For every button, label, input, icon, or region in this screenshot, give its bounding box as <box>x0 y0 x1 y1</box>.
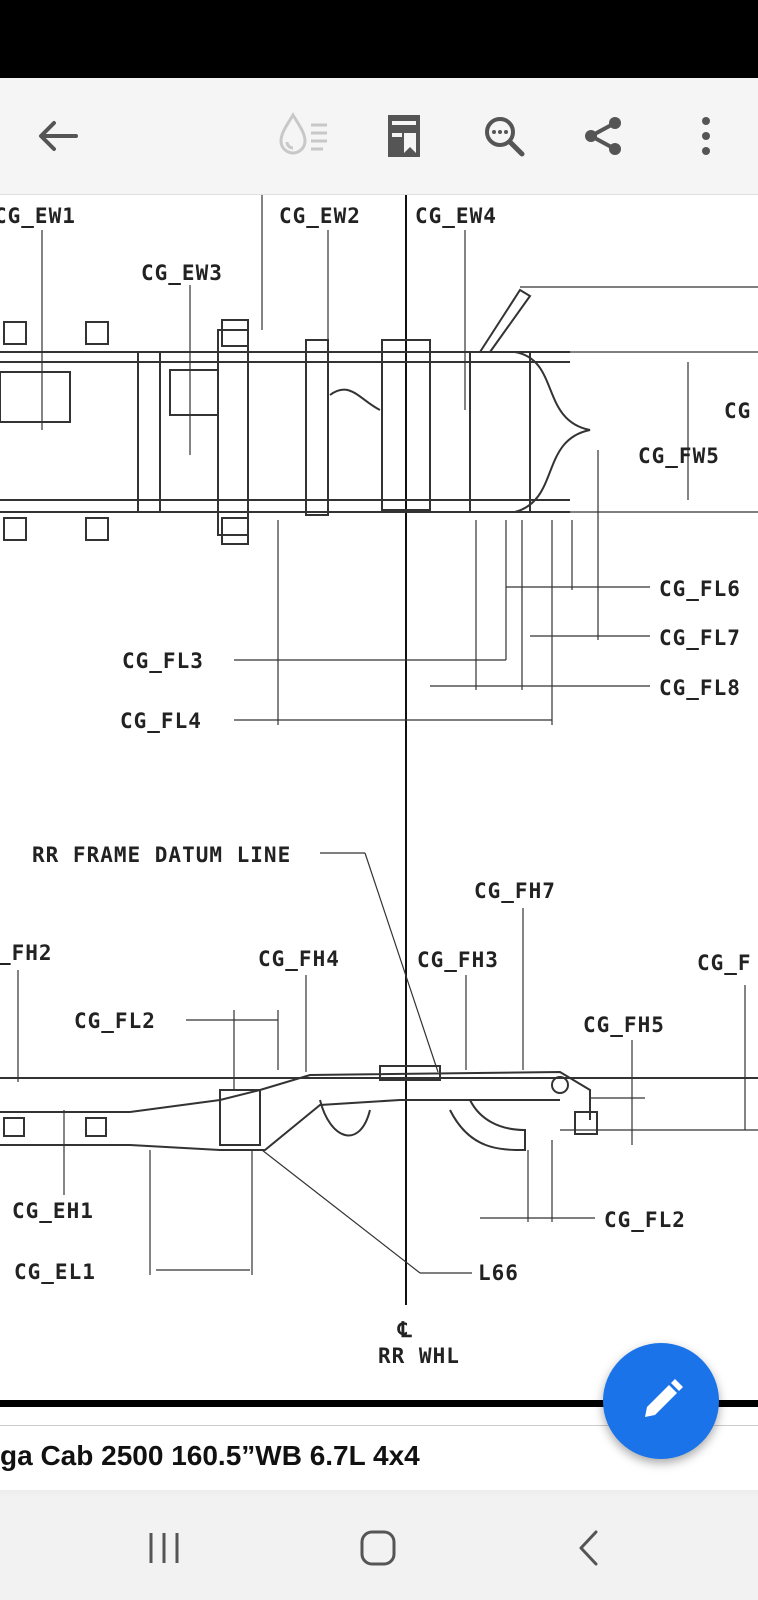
label-cg-ew1: CG_EW1 <box>0 204 76 228</box>
back-button[interactable] <box>24 102 92 170</box>
reading-mode-icon <box>279 112 327 155</box>
label-cg-fw5: CG_FW5 <box>638 444 720 468</box>
label-cg-fl3: CG_FL3 <box>122 649 204 673</box>
label-rr-frame-datum-line: RR FRAME DATUM LINE <box>32 843 291 867</box>
search-button[interactable] <box>470 102 538 170</box>
caption-divider <box>0 1490 758 1498</box>
search-zoom-icon <box>485 117 525 157</box>
label-rr-whl: RR WHL <box>378 1344 460 1368</box>
document-caption: ga Cab 2500 160.5”WB 6.7L 4x4 <box>0 1425 758 1496</box>
nav-back-button[interactable] <box>548 1517 628 1579</box>
share-icon <box>585 117 621 155</box>
label-cg-fl6: CG_FL6 <box>659 577 741 601</box>
document-bookmark-icon <box>388 115 420 157</box>
home-icon <box>360 1530 396 1566</box>
label-cg-ew2: CG_EW2 <box>279 204 361 228</box>
top-app-bar <box>0 78 758 195</box>
label-cg-fl8: CG_FL8 <box>659 676 741 700</box>
recent-apps-button[interactable] <box>124 1517 204 1579</box>
more-options-button[interactable] <box>672 102 740 170</box>
arrow-left-icon <box>39 121 78 151</box>
system-navigation-bar <box>0 1497 758 1600</box>
label-cg-fh7: CG_FH7 <box>474 879 556 903</box>
label-cg-f-partial: CG_F <box>697 951 752 975</box>
label-cg-fh3: CG_FH3 <box>417 948 499 972</box>
share-button[interactable] <box>570 102 638 170</box>
chassis-diagram-svg: CG_EW1 CG_EW2 CG_EW4 CG_EW3 CG CG_FW5 CG… <box>0 195 758 1407</box>
status-bar <box>0 0 758 78</box>
label-cg-ew3: CG_EW3 <box>141 261 223 285</box>
more-vert-icon <box>702 117 710 155</box>
reading-mode-button[interactable] <box>270 102 338 170</box>
bookmark-button[interactable] <box>370 102 438 170</box>
caption-text: ga Cab 2500 160.5”WB 6.7L 4x4 <box>0 1440 420 1471</box>
pencil-edit-icon <box>645 1379 683 1417</box>
label-l66: L66 <box>478 1261 519 1285</box>
label-cg-fl7: CG_FL7 <box>659 626 741 650</box>
label-cg-fh5: CG_FH5 <box>583 1013 665 1037</box>
label-cg-el1: CG_EL1 <box>14 1260 96 1284</box>
label-cg-fl4: CG_FL4 <box>120 709 202 733</box>
chassis-drawing: CG_EW1 CG_EW2 CG_EW4 CG_EW3 CG CG_FW5 CG… <box>0 195 758 1425</box>
label-cg-ew4: CG_EW4 <box>415 204 497 228</box>
label-fh2: _FH2 <box>0 941 53 965</box>
edit-fab-button[interactable] <box>603 1343 719 1459</box>
label-cg-fl2-right: CG_FL2 <box>604 1208 686 1232</box>
home-button[interactable] <box>338 1517 418 1579</box>
label-cg-eh1: CG_EH1 <box>12 1199 94 1223</box>
label-cg-fl2-left: CG_FL2 <box>74 1009 156 1033</box>
nav-back-icon <box>579 1530 598 1566</box>
label-cg-fh4: CG_FH4 <box>258 947 340 971</box>
label-cg-partial: CG <box>724 399 751 423</box>
label-centerline: ℄ <box>397 1318 412 1342</box>
recent-apps-icon <box>149 1533 179 1563</box>
